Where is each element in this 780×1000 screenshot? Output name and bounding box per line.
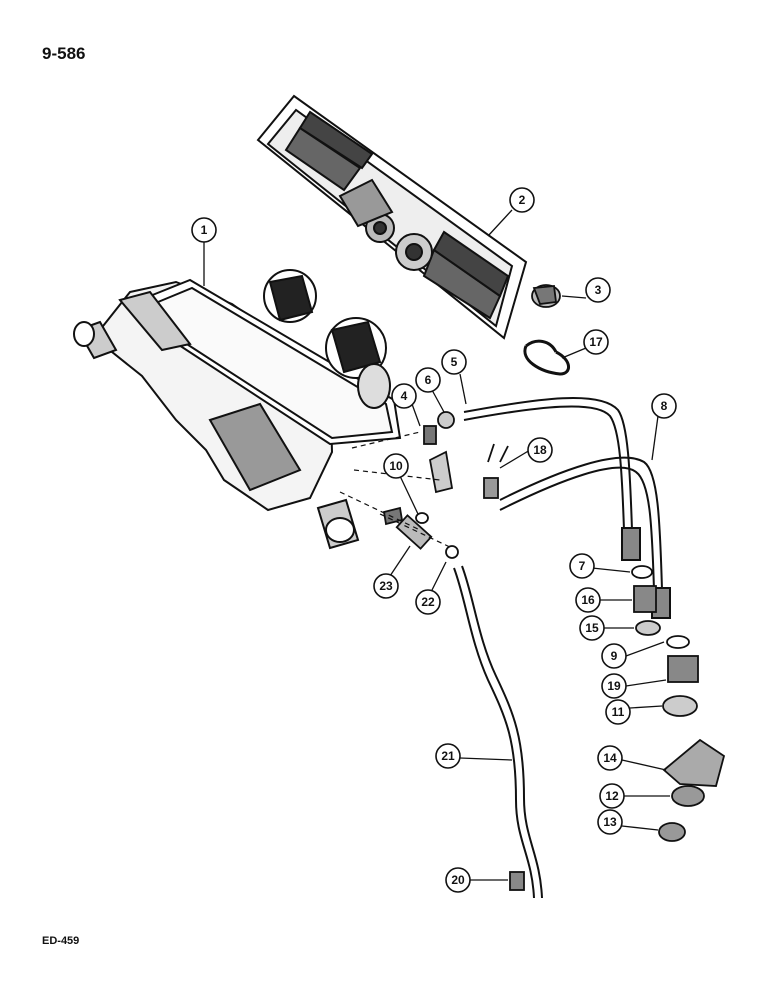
svg-text:9: 9 bbox=[611, 649, 618, 663]
callout-9: 9 bbox=[601, 643, 627, 669]
grommet bbox=[531, 284, 561, 308]
callout-18: 18 bbox=[527, 437, 553, 463]
svg-text:10: 10 bbox=[389, 459, 403, 473]
svg-text:20: 20 bbox=[451, 873, 465, 887]
callout-23: 23 bbox=[373, 573, 399, 599]
svg-text:5: 5 bbox=[451, 355, 458, 369]
svg-text:21: 21 bbox=[441, 749, 455, 763]
callout-13: 13 bbox=[597, 809, 623, 835]
leader-lines bbox=[203, 209, 670, 881]
hose-clip-band bbox=[523, 339, 570, 376]
svg-text:11: 11 bbox=[612, 705, 625, 719]
svg-text:8: 8 bbox=[661, 399, 668, 413]
svg-text:17: 17 bbox=[589, 335, 603, 349]
assembly-dashed-lines bbox=[339, 431, 453, 549]
fittings-stack bbox=[509, 565, 726, 891]
callout-5: 5 bbox=[441, 349, 467, 375]
svg-text:19: 19 bbox=[607, 679, 621, 693]
svg-text:12: 12 bbox=[605, 789, 619, 803]
svg-text:16: 16 bbox=[581, 593, 595, 607]
footer-code: ED-459 bbox=[42, 935, 80, 947]
svg-text:4: 4 bbox=[401, 389, 408, 403]
svg-text:7: 7 bbox=[579, 559, 586, 573]
callout-20: 20 bbox=[445, 867, 471, 893]
svg-text:15: 15 bbox=[585, 621, 599, 635]
drain-tube bbox=[453, 565, 543, 899]
svg-text:22: 22 bbox=[421, 595, 435, 609]
panel-grille bbox=[256, 94, 528, 340]
callout-2: 2 bbox=[509, 187, 535, 213]
svg-text:18: 18 bbox=[533, 443, 547, 457]
svg-text:1: 1 bbox=[201, 223, 208, 237]
svg-text:6: 6 bbox=[425, 373, 432, 387]
small-fittings bbox=[382, 411, 509, 559]
callout-21: 21 bbox=[435, 743, 461, 769]
callout-7: 7 bbox=[569, 553, 595, 579]
callout-22: 22 bbox=[415, 589, 441, 615]
callout-3: 3 bbox=[585, 277, 611, 303]
page-code: 9-586 bbox=[42, 44, 86, 63]
svg-text:2: 2 bbox=[519, 193, 526, 207]
callout-12: 12 bbox=[599, 783, 625, 809]
callout-16: 16 bbox=[575, 587, 601, 613]
callout-14: 14 bbox=[597, 745, 623, 771]
callout-19: 19 bbox=[601, 673, 627, 699]
svg-text:3: 3 bbox=[595, 283, 602, 297]
callout-1: 1 bbox=[191, 217, 217, 243]
svg-text:14: 14 bbox=[603, 751, 617, 765]
heater-housing bbox=[73, 269, 402, 550]
svg-text:23: 23 bbox=[379, 579, 393, 593]
callout-6: 6 bbox=[415, 367, 441, 393]
callout-10: 10 bbox=[383, 453, 409, 479]
callout-4: 4 bbox=[391, 383, 417, 409]
callout-17: 17 bbox=[583, 329, 609, 355]
heater-hoses bbox=[463, 397, 671, 619]
svg-text:13: 13 bbox=[603, 815, 617, 829]
callout-15: 15 bbox=[579, 615, 605, 641]
callout-11: 11 bbox=[605, 699, 631, 725]
callout-8: 8 bbox=[651, 393, 677, 419]
